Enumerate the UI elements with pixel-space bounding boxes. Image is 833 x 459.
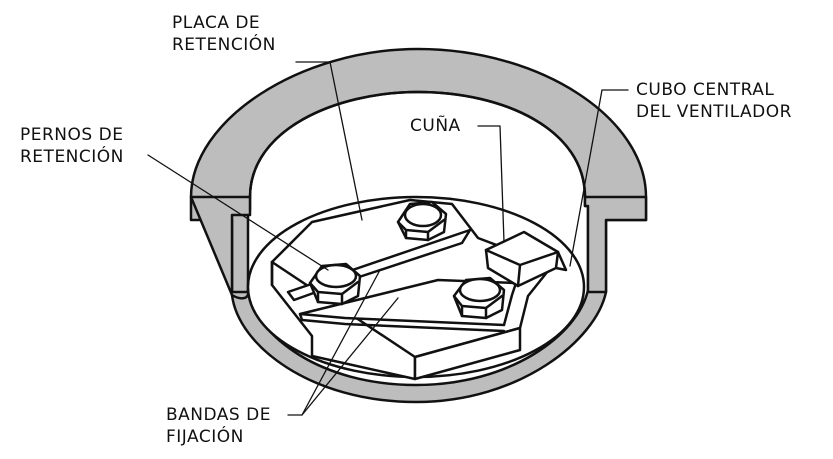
housing-lip (248, 90, 587, 199)
label-cubo-central: CUBO CENTRAL DEL VENTILADOR (636, 79, 792, 123)
label-placa-de-retencion: PLACA DE RETENCIÓN (172, 12, 276, 56)
wedge-side (554, 250, 568, 272)
right-flange-section (583, 195, 648, 294)
label-cubo-line2: DEL VENTILADOR (636, 102, 792, 122)
retaining-bolt-2 (308, 262, 362, 306)
leader-pernos (147, 154, 329, 271)
leader-placa (295, 61, 363, 221)
retaining-bolt-3 (452, 276, 506, 320)
label-bandas-line2: FIJACIÓN (166, 427, 244, 447)
label-pernos-line2: RETENCIÓN (20, 147, 124, 167)
label-bandas-line1: BANDAS DE (166, 405, 271, 425)
label-placa-line2: RETENCIÓN (172, 35, 276, 55)
locking-band-2-edge (298, 312, 506, 333)
leader-bandas-2 (301, 297, 399, 416)
leader-cubo (569, 89, 629, 267)
label-pernos-line1: PERNOS DE (20, 125, 124, 145)
label-cuna: CUÑA (410, 115, 461, 137)
wedge-top (484, 248, 560, 288)
retaining-bolt-1 (396, 200, 448, 242)
retaining-plate-edge-right (413, 326, 522, 381)
label-cubo-line1: CUBO CENTRAL (636, 80, 775, 100)
label-placa-line1: PLACA DE (172, 13, 261, 33)
label-bandas-de-fijacion: BANDAS DE FIJACIÓN (166, 404, 271, 448)
label-pernos-de-retencion: PERNOS DE RETENCIÓN (20, 124, 124, 168)
leader-cuna (477, 125, 505, 243)
label-cuna-line1: CUÑA (410, 116, 461, 136)
